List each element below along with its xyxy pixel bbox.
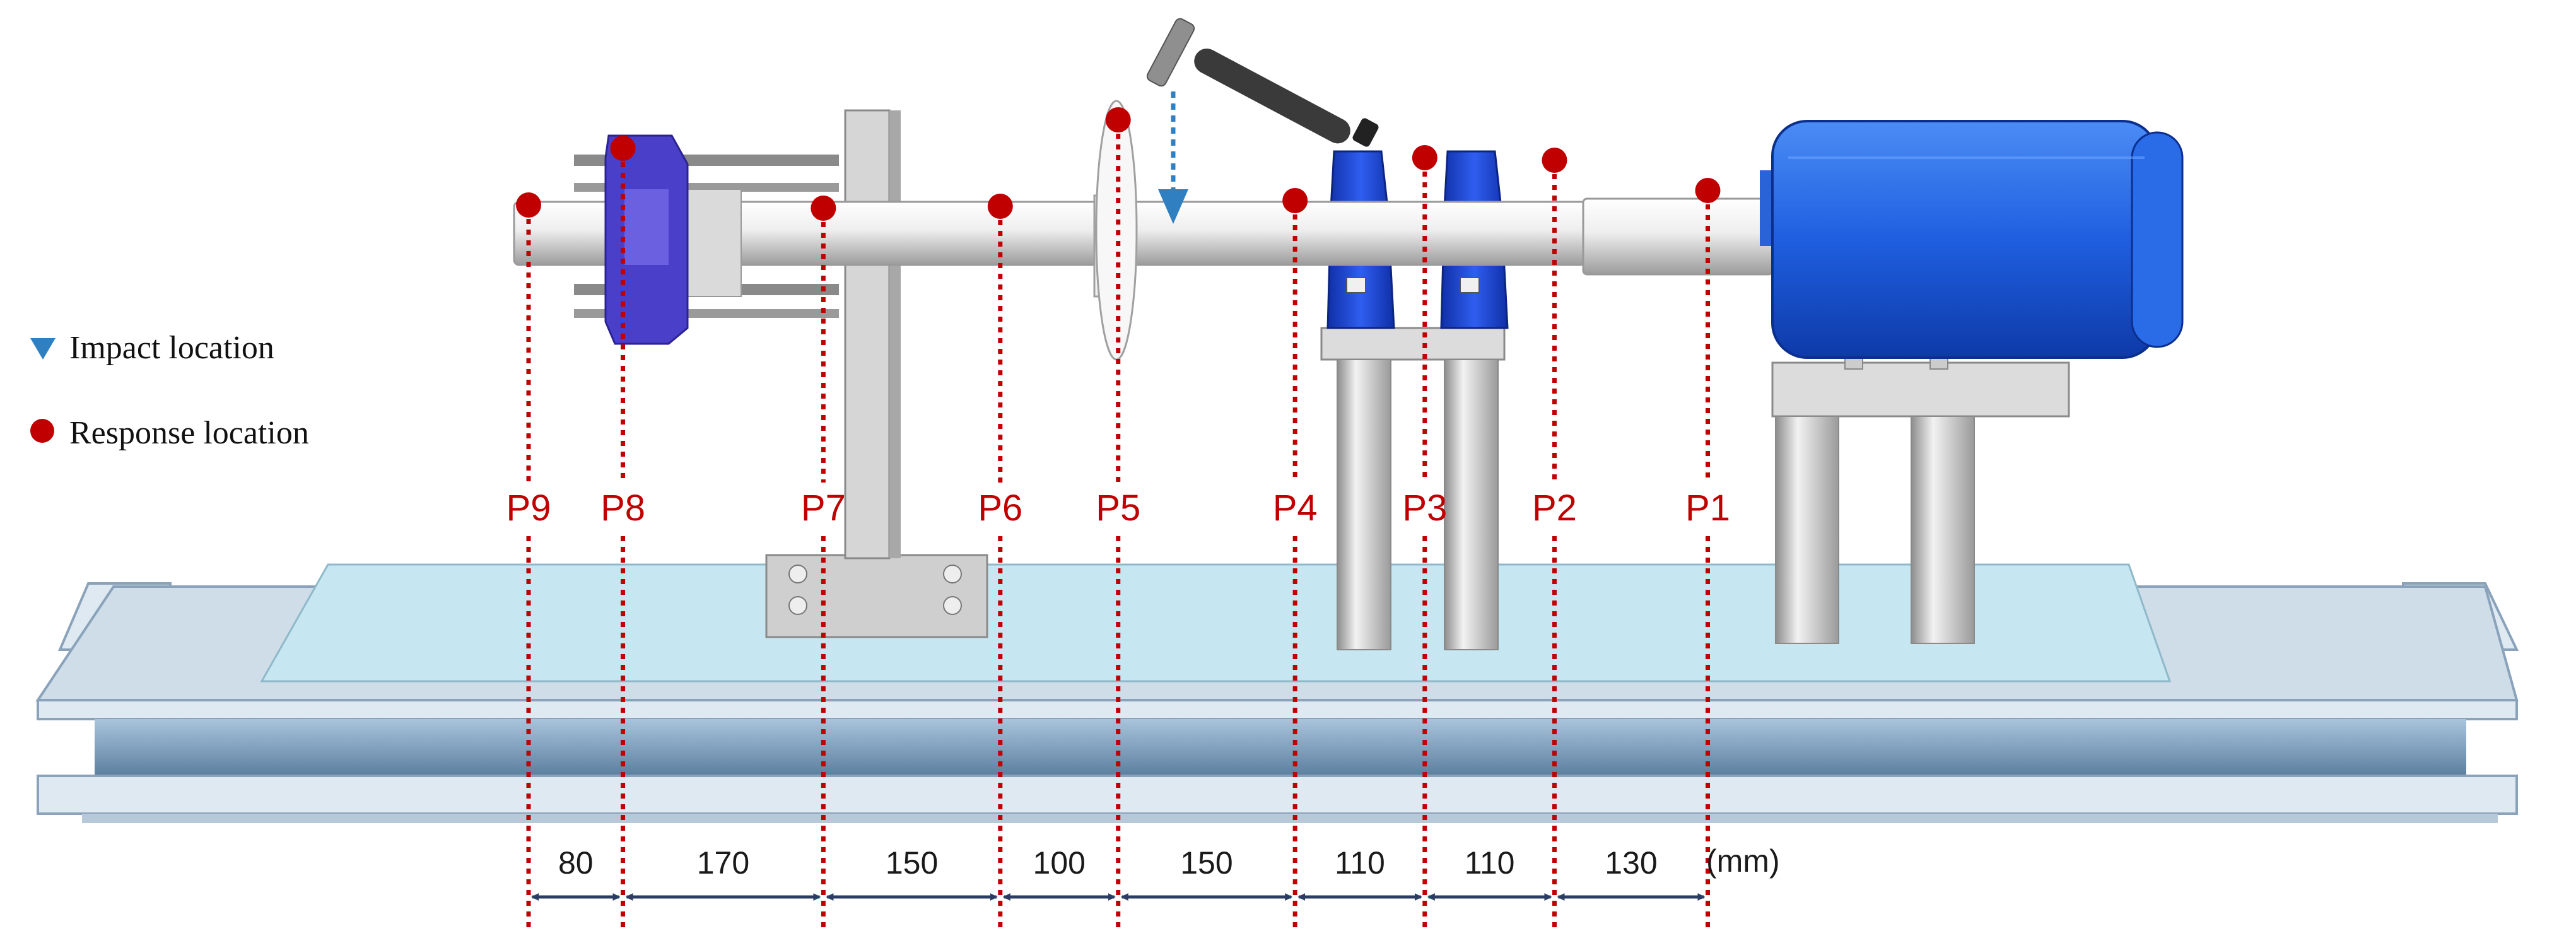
dimension-label-1: 80: [558, 845, 594, 881]
measurement-lines: [526, 134, 1710, 927]
point-label-p4: P4: [1273, 488, 1318, 529]
point-label-p6: P6: [978, 488, 1022, 529]
point-label-p3: P3: [1402, 488, 1447, 529]
coupling-assembly: [574, 134, 839, 345]
impact-legend-icon: [30, 338, 56, 360]
point-label-p8: P8: [600, 488, 645, 529]
dimension-labels: 80 170 150 100 150 110 110 130: [558, 845, 1658, 881]
legend: Impact location Response location: [30, 330, 309, 451]
response-dot-p6: [987, 194, 1013, 219]
response-dot-p9: [516, 192, 541, 218]
response-dot-p7: [811, 196, 836, 221]
response-dot-p3: [1412, 145, 1437, 170]
unit-label: (mm): [1706, 843, 1780, 879]
motor: [1760, 120, 2184, 359]
response-dot-p4: [1282, 188, 1308, 213]
point-label-p9: P9: [506, 488, 551, 529]
point-label-p1: P1: [1685, 488, 1730, 529]
bearing-pedestal-assembly: [1320, 327, 1506, 650]
response-dots: [516, 107, 1721, 221]
point-label-p2: P2: [1532, 488, 1577, 529]
dimension-label-4: 100: [1033, 845, 1086, 881]
response-dot-p2: [1542, 148, 1567, 173]
rotor-shaft: [513, 197, 1774, 276]
dimension-label-3: 150: [886, 845, 938, 881]
impact-arrow-icon: [1158, 189, 1188, 224]
response-dot-p8: [610, 136, 636, 161]
response-dot-p1: [1695, 178, 1721, 203]
point-label-p5: P5: [1096, 488, 1140, 529]
point-label-p7: P7: [801, 488, 846, 529]
response-dot-p5: [1105, 107, 1131, 132]
dimension-label-8: 130: [1605, 845, 1657, 881]
base-plate: [260, 563, 2172, 682]
dimension-label-7: 110: [1465, 845, 1515, 881]
rotor-disk: [1093, 100, 1138, 361]
dimension-label-2: 170: [697, 845, 749, 881]
point-labels: P9 P8 P7 P6 P5 P4 P3 P2 P1: [506, 488, 1730, 529]
dimension-label-5: 150: [1180, 845, 1232, 881]
response-dot-icon: [30, 419, 54, 443]
impact-hammer-icon: [1146, 18, 1379, 147]
motor-stand: [1771, 349, 2070, 644]
response-legend-label: Response location: [69, 415, 309, 451]
impact-legend-label: Impact location: [69, 330, 274, 366]
dimension-label-6: 110: [1335, 845, 1385, 881]
